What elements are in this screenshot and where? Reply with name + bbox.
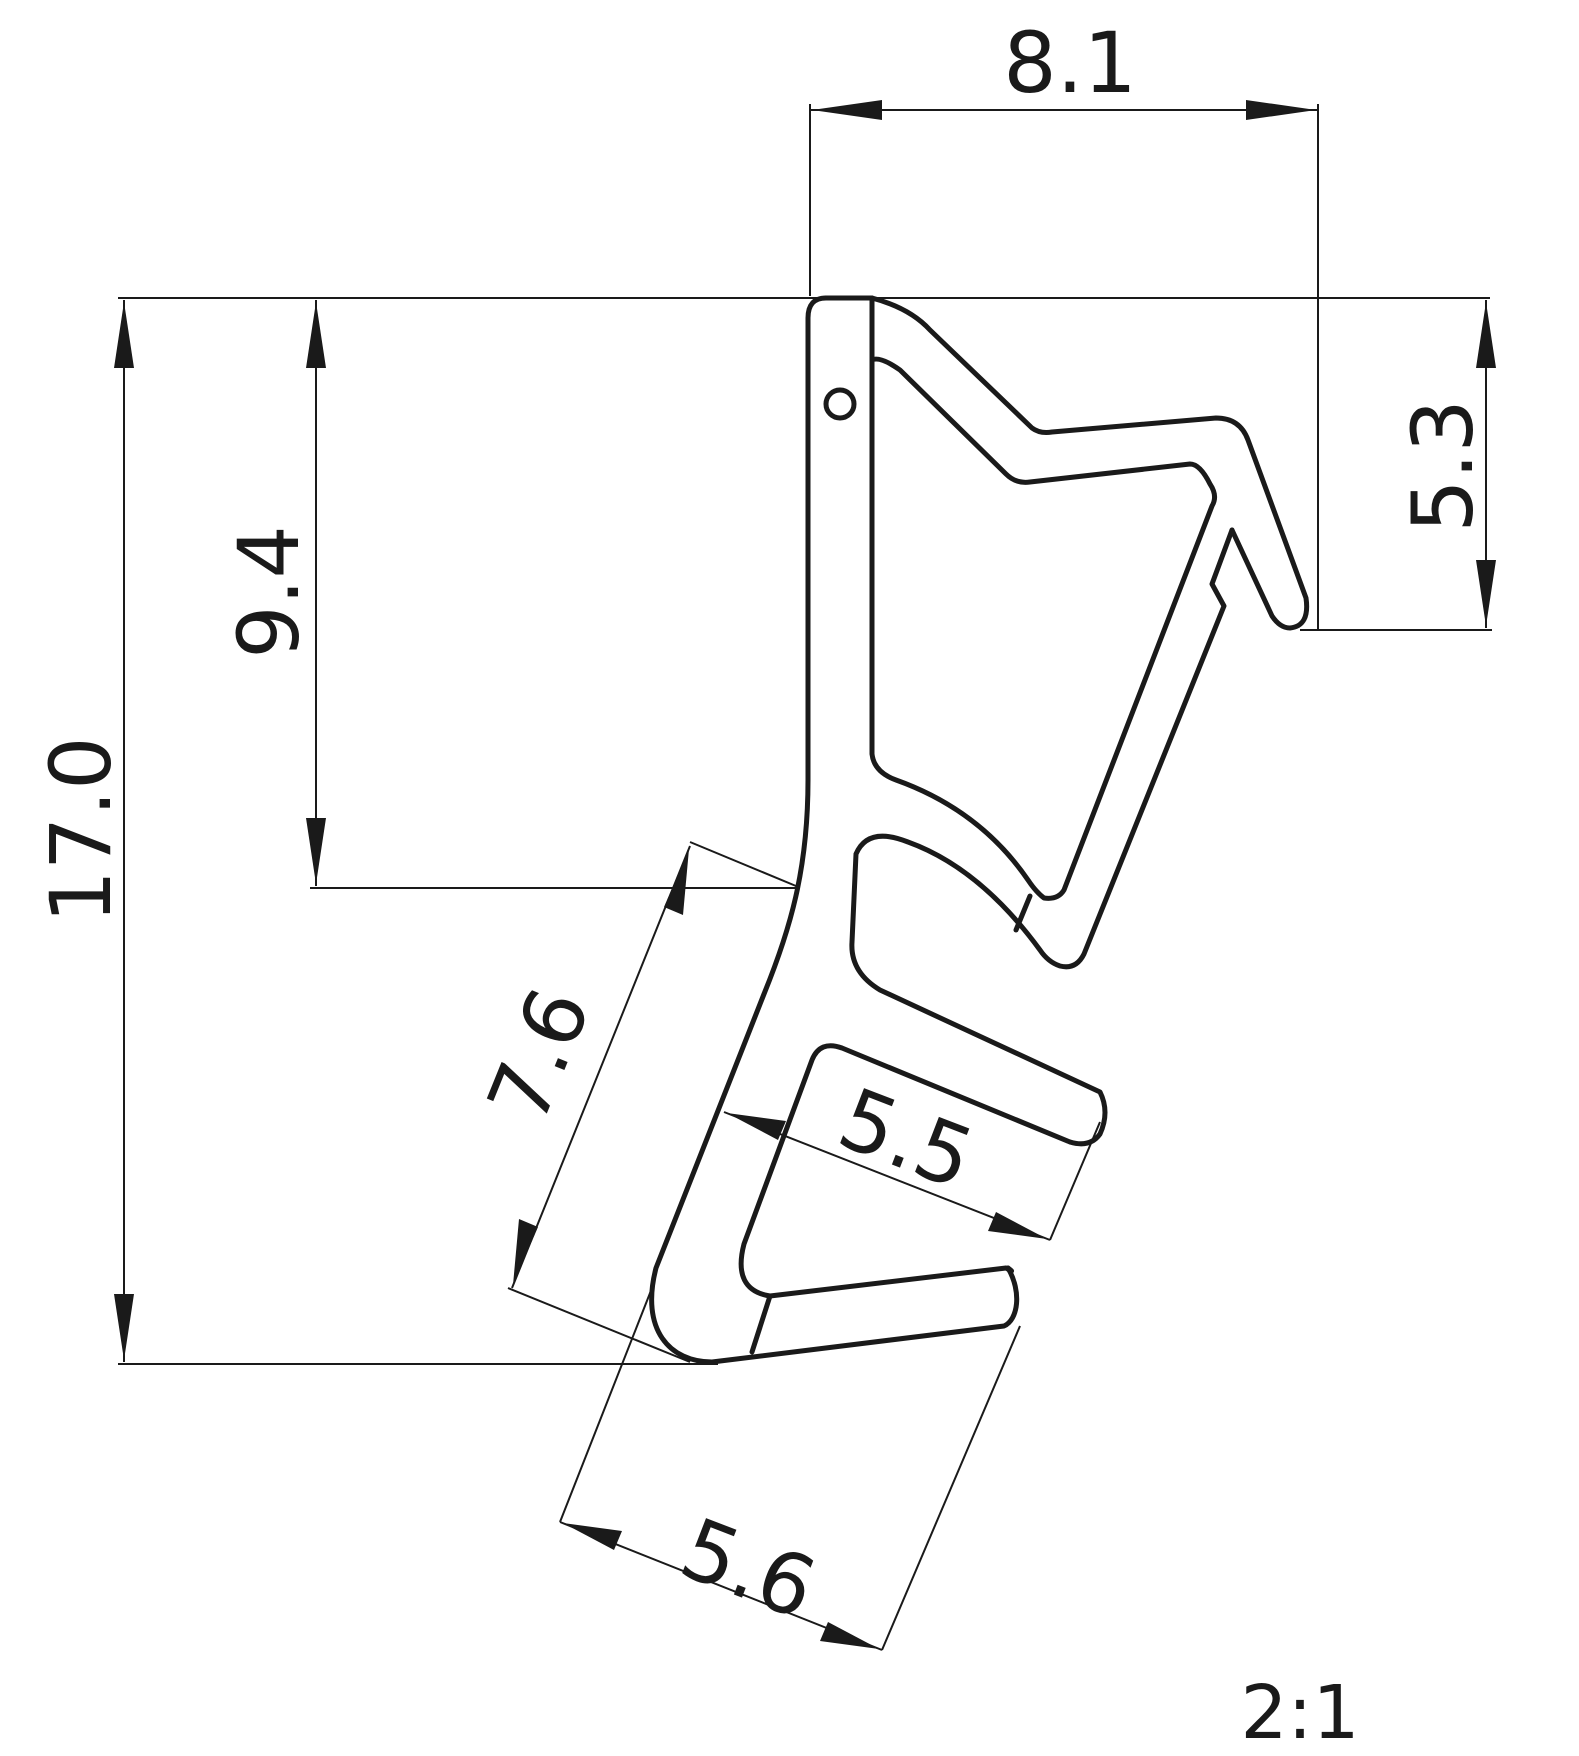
profile-hinge-line-upper <box>1013 893 1033 933</box>
profile-top-lip <box>823 295 1310 631</box>
arrow-5-3-top <box>1476 302 1496 368</box>
profile-hole <box>823 387 857 421</box>
dimension-lines <box>123 109 1487 1651</box>
arrow-5-6-left <box>563 1523 622 1550</box>
label-top-width: 8.1 <box>1003 14 1137 112</box>
seal-profile <box>649 295 1310 1365</box>
profile-hinge-line-lower <box>749 1293 773 1355</box>
arrow-5-3-bottom <box>1476 560 1496 626</box>
label-diagonal-length: 7.6 <box>469 975 610 1136</box>
arrow-7-6-top <box>664 849 689 915</box>
arrow-9-4-top <box>306 302 326 368</box>
label-scale: 2:1 <box>1240 1670 1359 1756</box>
profile-hook <box>849 527 1235 1147</box>
profile-slot <box>738 1043 1073 1299</box>
arrow-8-1-right <box>1246 100 1316 120</box>
arrow-17-0-top <box>114 302 134 368</box>
profile-outer-contour <box>649 295 1020 1365</box>
label-lip-height: 5.3 <box>1394 399 1492 533</box>
arrow-17-0-bottom <box>114 1294 134 1360</box>
dimension-labels: 8.1 17.0 9.4 5.3 7.6 5.5 5.6 2:1 <box>32 14 1492 1756</box>
arrow-7-6-bottom <box>513 1219 538 1285</box>
label-slot-width: 5.5 <box>826 1069 986 1208</box>
arrowheads <box>114 100 1496 1649</box>
arrow-5-5-left <box>727 1113 786 1140</box>
label-base-width: 5.6 <box>668 1499 828 1638</box>
arrow-8-1-left <box>812 100 882 120</box>
extension-lines <box>118 104 1492 1651</box>
label-total-height: 17.0 <box>32 736 130 923</box>
profile-inner-cavity <box>869 295 1218 901</box>
label-upper-height: 9.4 <box>220 525 318 659</box>
arrow-5-6-right <box>820 1622 879 1649</box>
arrow-9-4-bottom <box>306 818 326 884</box>
arrow-5-5-right <box>988 1212 1047 1239</box>
